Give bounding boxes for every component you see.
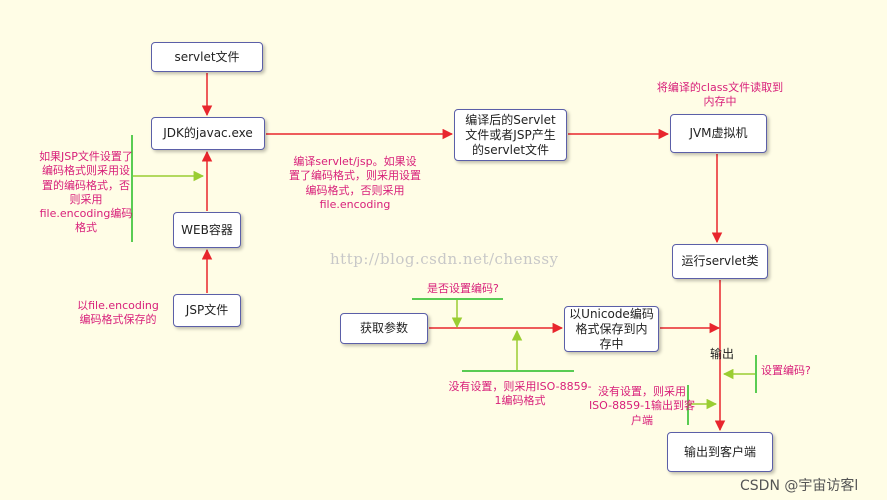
csdn-credit: CSDN @宇宙访客l bbox=[740, 478, 859, 494]
jsp-encoding-note: 如果JSP文件设置了 编码格式则采用设 置的编码格式，否 则采用 file.en… bbox=[39, 150, 133, 235]
jdk-javac-box: JDK的javac.exe bbox=[151, 117, 265, 150]
jsp-file-box: JSP文件 bbox=[173, 294, 241, 327]
no-setting-input-note: 没有设置，则采用ISO-8859- 1编码格式 bbox=[448, 380, 592, 408]
output-label: 输出 bbox=[710, 347, 735, 361]
compiled-servlet-box: 编译后的Servlet 文件或者JSP产生 的servlet文件 bbox=[454, 109, 567, 161]
unicode-save-box: 以Unicode编码 格式保存到内 存中 bbox=[564, 306, 659, 352]
compile-servlet-note: 编译servlet/jsp。如果设 置了编码格式，则采用设置 编码格式，否则采用… bbox=[289, 155, 421, 211]
servlet-file-box: servlet文件 bbox=[151, 42, 263, 72]
output-client-box: 输出到客户端 bbox=[667, 432, 773, 472]
get-params-box: 获取参数 bbox=[340, 313, 428, 344]
no-setting-output-note: 没有设置，则采用 ISO-8859-1输出到客 户端 bbox=[588, 385, 696, 427]
class-read-note: 将编译的class文件读取到 内存中 bbox=[656, 81, 784, 109]
jsp-saved-note: 以file.encoding 编码格式保存的 bbox=[77, 299, 159, 327]
encoding-set-question: 是否设置编码? bbox=[427, 282, 499, 295]
set-encoding-question: 设置编码? bbox=[761, 364, 811, 377]
watermark-url: http://blog.csdn.net/chenssy bbox=[330, 250, 559, 268]
web-container-box: WEB容器 bbox=[173, 212, 241, 248]
jvm-box: JVM虚拟机 bbox=[670, 114, 767, 153]
run-servlet-box: 运行servlet类 bbox=[672, 244, 768, 279]
